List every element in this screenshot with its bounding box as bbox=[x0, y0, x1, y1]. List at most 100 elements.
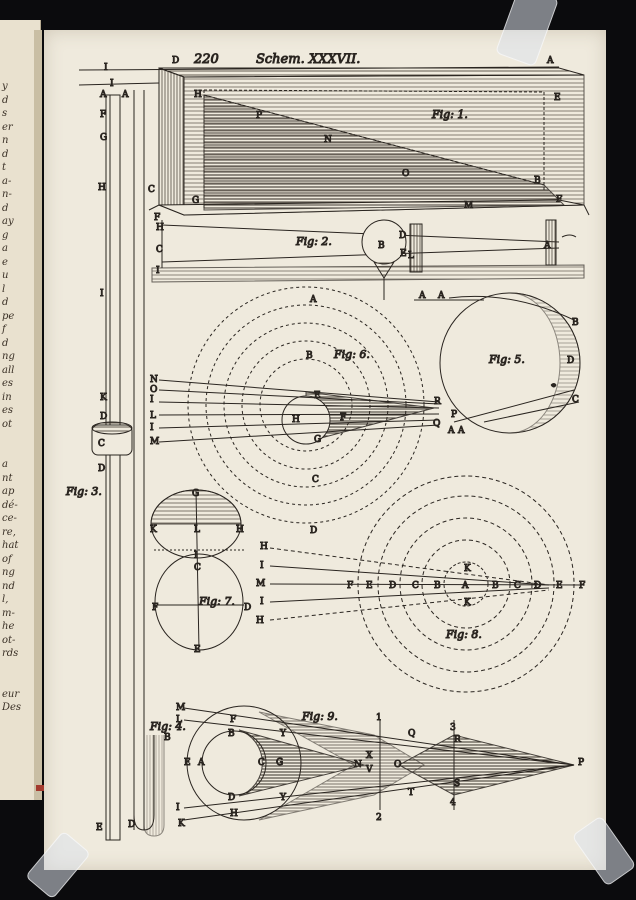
label-h: H bbox=[156, 223, 164, 233]
label-f: F bbox=[230, 715, 236, 725]
label-k: K bbox=[100, 393, 107, 403]
label-d: D bbox=[567, 356, 574, 366]
label-i: I bbox=[194, 551, 198, 561]
label-f: F bbox=[579, 581, 585, 591]
label-f: F bbox=[100, 110, 106, 120]
label-h: H bbox=[260, 542, 268, 552]
fig8-label: Fig: 8. bbox=[445, 628, 482, 641]
label-f: F bbox=[347, 581, 353, 591]
label-x: X bbox=[366, 751, 373, 761]
label-l: L bbox=[194, 525, 200, 535]
label-i: I bbox=[176, 803, 180, 813]
label-a: A bbox=[437, 291, 445, 301]
label-m: M bbox=[176, 703, 185, 713]
label-e: E bbox=[554, 93, 561, 103]
label-r: R bbox=[434, 397, 441, 407]
label-a: A bbox=[546, 56, 554, 66]
label-c: C bbox=[258, 758, 265, 768]
label-a: A bbox=[543, 241, 551, 251]
fig3-tubes bbox=[91, 90, 165, 841]
label-d: D bbox=[100, 412, 107, 422]
label-h: H bbox=[98, 183, 106, 193]
fig2-optical-bench bbox=[151, 219, 585, 300]
label-a: A bbox=[99, 90, 107, 100]
label-m: M bbox=[464, 201, 473, 211]
label-f: F bbox=[152, 603, 158, 613]
fig5-sphere bbox=[414, 292, 581, 434]
label-y: Y bbox=[279, 793, 287, 803]
label-e: E bbox=[96, 823, 103, 833]
label-a: A bbox=[461, 581, 469, 591]
label-o: O bbox=[150, 385, 157, 395]
label-k: K bbox=[464, 598, 471, 608]
label-p: P bbox=[578, 758, 584, 768]
label-g: G bbox=[192, 196, 199, 206]
label-b: B bbox=[306, 351, 313, 361]
label-d: D bbox=[98, 464, 105, 474]
label-h: H bbox=[256, 616, 264, 626]
label-f: F bbox=[340, 413, 346, 423]
label-h: H bbox=[230, 809, 238, 819]
label-h: H bbox=[292, 415, 300, 425]
label-n: N bbox=[150, 375, 158, 385]
fig1-label: Fig: 1. bbox=[431, 108, 468, 121]
page-gutter bbox=[34, 30, 42, 800]
label-q: Q bbox=[433, 419, 440, 429]
label-t: T bbox=[408, 788, 414, 798]
label-b: B bbox=[492, 581, 499, 591]
label-c: C bbox=[312, 475, 319, 485]
label-e: E bbox=[184, 758, 191, 768]
label-c: C bbox=[156, 245, 163, 255]
label-c: C bbox=[148, 185, 155, 195]
label-i: I bbox=[260, 597, 264, 607]
label-k: K bbox=[150, 525, 157, 535]
fig3-label: Fig: 3. bbox=[65, 485, 102, 498]
label-m: M bbox=[150, 437, 159, 447]
label-l: L bbox=[408, 251, 414, 261]
fig6-halo bbox=[158, 286, 440, 524]
label-s: S bbox=[454, 779, 460, 789]
fig7-to-fig8-rays bbox=[269, 547, 585, 621]
engraved-plate: 220 Schem. XXXVII. Fig: 1. D A H P N O E… bbox=[44, 30, 606, 870]
label-i: I bbox=[156, 266, 160, 276]
label-e: E bbox=[366, 581, 373, 591]
label-q: Q bbox=[408, 729, 415, 739]
label-a: A bbox=[309, 295, 317, 305]
label-i: I bbox=[100, 289, 104, 299]
label-b: B bbox=[534, 176, 541, 186]
fig9-label: Fig: 9. bbox=[301, 710, 338, 723]
label-c: C bbox=[572, 395, 579, 405]
label-d: D bbox=[399, 231, 406, 241]
label-i: I bbox=[150, 423, 154, 433]
page-number: 220 bbox=[193, 52, 219, 67]
label-k: K bbox=[178, 819, 185, 829]
label-o: O bbox=[402, 169, 409, 179]
label-k: K bbox=[464, 564, 471, 574]
fig1-tank bbox=[148, 67, 590, 216]
fig7-label: Fig: 7. bbox=[198, 595, 235, 608]
ray-line bbox=[78, 82, 160, 86]
label-l: L bbox=[150, 411, 156, 421]
label-i: I bbox=[110, 79, 114, 89]
label-e: E bbox=[194, 645, 201, 655]
label-a: A bbox=[418, 291, 426, 301]
label-b: B bbox=[434, 581, 441, 591]
plate-title: Schem. XXXVII. bbox=[256, 52, 360, 67]
plate-drawing: 220 Schem. XXXVII. Fig: 1. D A H P N O E… bbox=[65, 52, 590, 841]
label-n: N bbox=[324, 135, 332, 145]
label-c: C bbox=[412, 581, 419, 591]
label-b: B bbox=[572, 318, 579, 328]
label-g: G bbox=[192, 489, 199, 499]
fig6-label: Fig: 6. bbox=[333, 348, 370, 361]
label-n: N bbox=[354, 760, 362, 770]
label-r: R bbox=[454, 735, 461, 745]
label-h: H bbox=[236, 525, 244, 535]
label-d: D bbox=[534, 581, 541, 591]
label-y: Y bbox=[279, 729, 287, 739]
label-e: E bbox=[556, 581, 563, 591]
label-e: E bbox=[400, 249, 407, 259]
label-p: P bbox=[451, 410, 457, 420]
fig8-rings bbox=[357, 475, 575, 693]
label-e: E bbox=[314, 391, 321, 401]
label-d: D bbox=[228, 793, 235, 803]
